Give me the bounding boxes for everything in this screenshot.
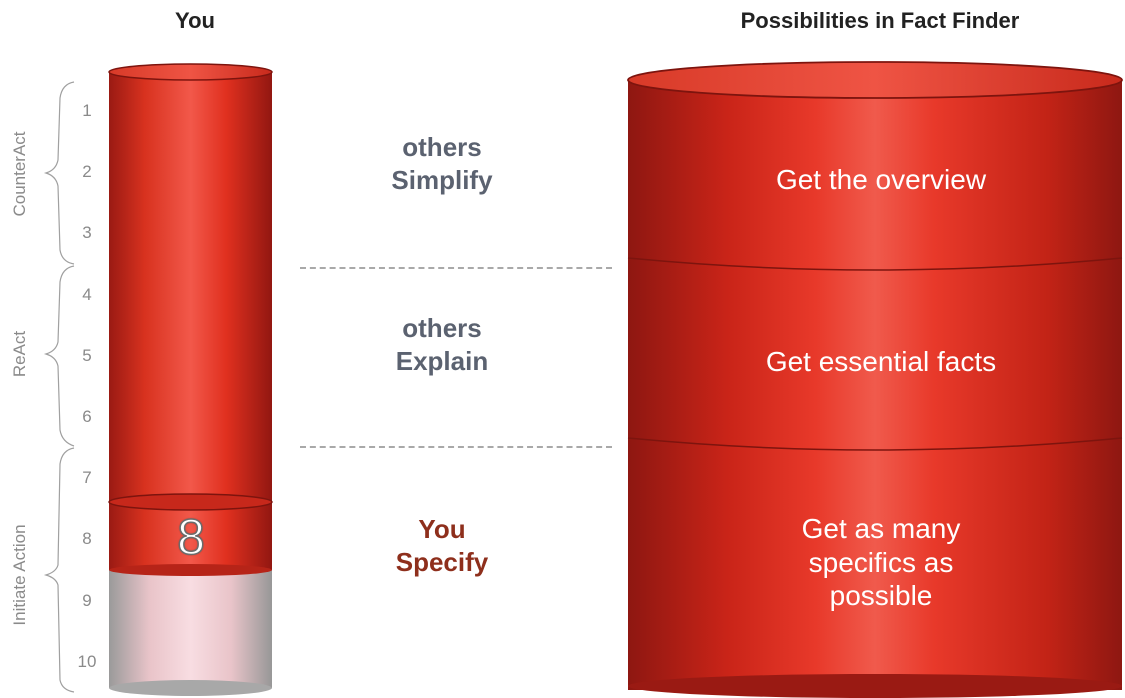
row-label-line1: others	[402, 132, 482, 162]
right-cylinder-divider-2	[627, 437, 1123, 451]
bracket-initiate	[43, 447, 75, 693]
section-text-essential-facts: Get essential facts	[765, 346, 997, 377]
row-label-simplify: others Simplify	[322, 131, 562, 196]
left-cylinder-level-rim	[108, 493, 273, 511]
section-text-specifics: Get as many specifics as possible	[801, 513, 961, 612]
right-cylinder-bottom	[628, 674, 1122, 698]
row-label-line2: Specify	[395, 546, 489, 577]
scale-number: 8	[82, 529, 92, 548]
scale-number: 6	[82, 407, 92, 426]
dashed-separator-2	[300, 446, 612, 448]
left-cylinder-top	[108, 63, 273, 81]
row-label-explain: others Explain	[322, 312, 562, 377]
left-cylinder-body	[109, 72, 272, 570]
group-label-initiate-action: Initiate Action	[10, 524, 29, 626]
level-number: 8	[176, 508, 205, 566]
scale-number: 4	[82, 285, 92, 304]
row-label-line2: Explain	[395, 345, 489, 376]
row-label-line1: You	[418, 514, 466, 544]
left-cylinder-bottom	[109, 680, 272, 696]
group-label-counteract: CounterAct	[10, 131, 29, 217]
scale-number: 3	[82, 223, 92, 242]
row-label-line2: Simplify	[391, 164, 493, 195]
right-cylinder-top	[627, 61, 1123, 99]
right-title: Possibilities in Fact Finder	[740, 8, 1020, 33]
scale-number: 2	[82, 162, 92, 181]
right-cylinder-body	[628, 78, 1122, 690]
scale-number: 7	[82, 468, 92, 487]
left-cylinder-fill-bottom	[109, 564, 272, 576]
row-label-line1: others	[402, 313, 482, 343]
scale-number: 1	[82, 101, 92, 120]
bracket-counteract	[43, 81, 75, 265]
bracket-react	[43, 265, 75, 447]
row-label-specify: You Specify	[322, 513, 562, 578]
dashed-separator-1	[300, 267, 612, 269]
left-cylinder-empty	[109, 570, 272, 688]
scale-number: 9	[82, 591, 92, 610]
left-title: You	[175, 8, 215, 33]
group-label-react: ReAct	[10, 330, 29, 378]
right-cylinder-divider-1	[627, 257, 1123, 271]
scale-number: 10	[77, 652, 97, 671]
section-text-overview: Get the overview	[775, 164, 987, 195]
scale-number: 5	[82, 346, 92, 365]
